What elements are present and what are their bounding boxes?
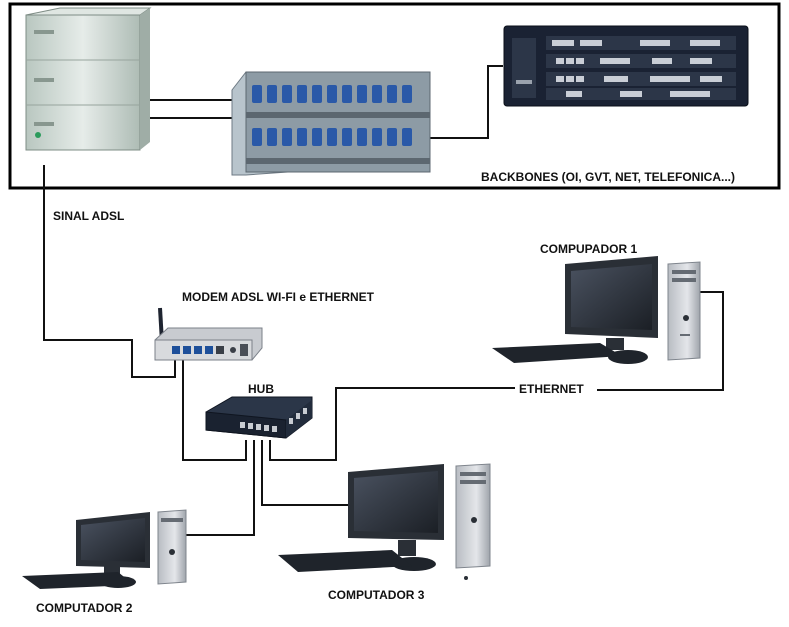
computer-1-icon: [492, 256, 701, 364]
computer-3-icon: [278, 463, 491, 580]
backbones-label: BACKBONES (OI, GVT, NET, TELEFONICA...): [481, 170, 736, 184]
computer-2-label: COMPUTADOR 2: [36, 601, 133, 615]
connection-lines: [43, 65, 724, 536]
patch-panel-icon: [231, 71, 431, 176]
computer-1-label: COMPUPADOR 1: [540, 242, 638, 256]
modem-label: MODEM ADSL WI-FI e ETHERNET: [182, 290, 374, 304]
modem-to-hub-line: [182, 355, 247, 461]
adsl-signal-line: [43, 165, 176, 378]
hub-to-pc2-line: [185, 440, 255, 536]
modem-icon: [154, 307, 263, 361]
backbone-frame: [8, 2, 781, 190]
computer-2-icon: [22, 509, 187, 589]
server-cabinet-icon: [25, 7, 152, 151]
hub-to-ethernet-line: [269, 387, 515, 461]
adsl-signal-label: SINAL ADSL: [53, 209, 125, 223]
backbone-router-icon: [503, 25, 749, 107]
hub-label: HUB: [248, 382, 274, 396]
hub-icon: [205, 396, 313, 439]
panel-to-router-line: [430, 65, 503, 139]
ethernet-to-pc1-line: [597, 291, 724, 391]
hub-to-pc3-line: [261, 440, 355, 506]
ethernet-label: ETHERNET: [519, 382, 584, 396]
computer-3-label: COMPUTADOR 3: [328, 588, 425, 602]
